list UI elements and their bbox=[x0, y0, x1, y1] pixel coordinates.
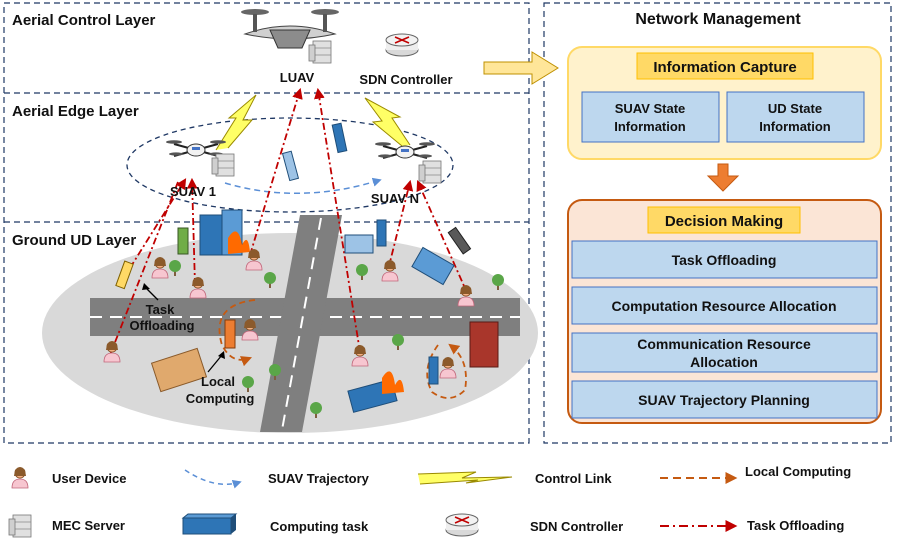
control-link-icon bbox=[215, 94, 257, 151]
local-computing-label-2: Computing bbox=[186, 391, 255, 406]
decision-making-title: Decision Making bbox=[665, 213, 783, 230]
computing-task-icon bbox=[224, 319, 236, 349]
task-offloading-box-label: Task Offloading bbox=[672, 252, 777, 268]
sdn-controller-icon bbox=[385, 33, 419, 57]
luav-icon bbox=[241, 9, 339, 49]
legend-label-control-link: Control Link bbox=[535, 471, 612, 486]
ground-ud-layer-title: Ground UD Layer bbox=[12, 232, 136, 249]
communication-resource-box-line2: Allocation bbox=[690, 354, 758, 370]
computing-task-icon bbox=[447, 226, 472, 255]
ud-state-info-line2: Information bbox=[759, 119, 831, 134]
building-icon bbox=[469, 321, 499, 368]
legend-label-local-computing: Local Computing bbox=[745, 464, 851, 479]
luav-label: LUAV bbox=[280, 70, 315, 85]
suav-trajectory bbox=[224, 177, 382, 195]
building-icon bbox=[344, 234, 374, 254]
layers-frame bbox=[3, 2, 530, 444]
sdn-controller-icon bbox=[445, 513, 479, 537]
down-arrow-icon bbox=[706, 163, 740, 192]
computing-task-icon bbox=[331, 122, 348, 154]
suav-trajectory-icon bbox=[184, 469, 242, 489]
information-capture-title: Information Capture bbox=[653, 59, 796, 76]
trajectory-planning-box-label: SUAV Trajectory Planning bbox=[638, 392, 810, 408]
local-computing-label-1: Local bbox=[201, 374, 235, 389]
suav-state-info-box bbox=[581, 91, 720, 143]
sdn-controller-label: SDN Controller bbox=[359, 72, 452, 87]
suav-1-label: SUAV 1 bbox=[170, 184, 216, 199]
computing-task-icon bbox=[428, 356, 439, 385]
local-computing-loop bbox=[426, 343, 467, 399]
computation-resource-box bbox=[571, 286, 878, 325]
legend-label-suav-trajectory: SUAV Trajectory bbox=[268, 471, 370, 486]
legend-label-sdn-controller: SDN Controller bbox=[530, 519, 623, 534]
information-capture-header bbox=[636, 52, 814, 80]
building-icon bbox=[177, 227, 189, 255]
legend-label-mec-server: MEC Server bbox=[52, 518, 125, 533]
decision-making-header bbox=[647, 206, 801, 234]
network-management-frame bbox=[543, 2, 892, 444]
communication-resource-box bbox=[571, 332, 878, 373]
control-link-icon bbox=[364, 97, 411, 147]
suav-state-info-line1: SUAV State bbox=[615, 101, 686, 116]
task-offloading-box bbox=[571, 240, 878, 279]
task-offloading-label-1: Task bbox=[146, 302, 175, 317]
building-icon bbox=[411, 246, 455, 286]
suav-state-info-line2: Information bbox=[614, 119, 686, 134]
trajectory-planning-box bbox=[571, 380, 878, 419]
suav-n-label: SUAV N bbox=[371, 191, 419, 206]
computing-task-icon bbox=[281, 150, 300, 182]
mec-server-icon bbox=[308, 40, 332, 64]
capture-arrow-icon bbox=[483, 51, 559, 85]
control-link-icon bbox=[417, 471, 513, 485]
legend-label-task-offloading: Task Offloading bbox=[747, 518, 844, 533]
local-computing-loop bbox=[218, 299, 256, 367]
computing-task-icon bbox=[181, 513, 238, 535]
user-device-icon bbox=[11, 466, 29, 489]
suav-swarm-region bbox=[126, 117, 454, 213]
computation-resource-box-label: Computation Resource Allocation bbox=[611, 298, 836, 314]
fire-icon bbox=[382, 371, 404, 394]
computing-task-icon bbox=[115, 260, 134, 290]
ud-state-info-box bbox=[726, 91, 865, 143]
legend: User Device SUAV Trajectory Control Link… bbox=[8, 464, 851, 538]
aerial-edge-layer-title: Aerial Edge Layer bbox=[12, 103, 139, 120]
computing-task-icon bbox=[376, 219, 387, 247]
legend-label-user-device: User Device bbox=[52, 471, 126, 486]
communication-resource-box-line1: Communication Resource bbox=[637, 336, 811, 352]
mec-server-icon bbox=[211, 153, 235, 177]
building-icon bbox=[150, 347, 208, 393]
task-offloading-links bbox=[109, 87, 469, 356]
network-management-title: Network Management bbox=[635, 11, 801, 28]
aerial-control-layer-title: Aerial Control Layer bbox=[12, 12, 156, 29]
mec-server-icon bbox=[418, 160, 442, 184]
ud-state-info-line1: UD State bbox=[768, 101, 822, 116]
mec-server-icon bbox=[8, 514, 32, 538]
fire-icon bbox=[228, 231, 250, 254]
task-offloading-label-2: Offloading bbox=[130, 318, 195, 333]
legend-label-computing-task: Computing task bbox=[270, 519, 369, 534]
